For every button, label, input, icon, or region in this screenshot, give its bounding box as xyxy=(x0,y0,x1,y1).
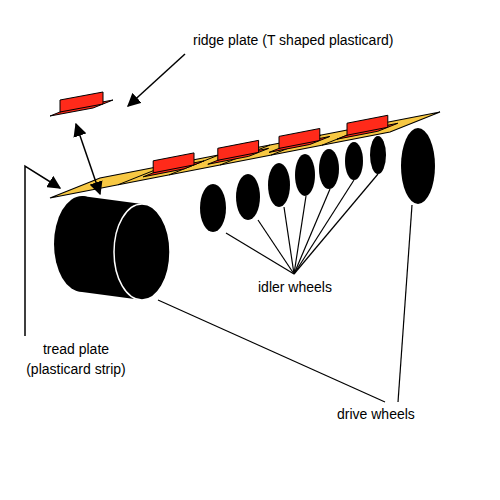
drive-wheel xyxy=(54,196,170,300)
drive-wheel xyxy=(401,128,435,204)
part-label: drive wheels xyxy=(337,404,415,424)
ridge-plate xyxy=(269,128,330,152)
ridge-plate xyxy=(143,153,204,177)
detached-ridge-plate xyxy=(50,92,113,116)
label-box: tread plate (plasticard strip) xyxy=(20,339,132,379)
ridge-plate xyxy=(208,140,269,164)
label-box: ridge plate (T shaped plasticard) xyxy=(193,30,394,50)
label-box: drive wheels xyxy=(337,404,415,424)
part-label: idler wheels xyxy=(258,277,332,297)
tread-segment-lines xyxy=(118,125,372,185)
ridge-plates xyxy=(143,115,398,177)
tread-strip xyxy=(50,112,440,198)
label-box: idler wheels xyxy=(258,277,332,297)
ridge-plate xyxy=(337,115,398,139)
part-label: ridge plate (T shaped plasticard) xyxy=(193,30,394,50)
part-label: tread plate (plasticard strip) xyxy=(20,339,132,379)
